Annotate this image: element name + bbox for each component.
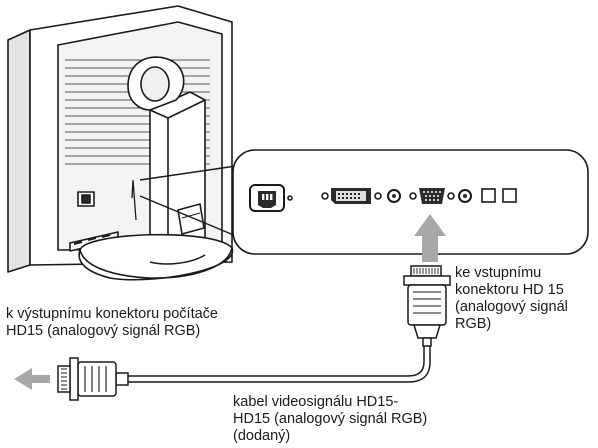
arrow-up-icon <box>414 214 446 262</box>
connector-panel <box>232 149 589 255</box>
label-monitor-input: ke vstupnímu konektoru HD 15 (analogový … <box>455 265 568 333</box>
label-computer-output: k výstupnímu konektoru počítače HD15 (an… <box>6 306 218 340</box>
ac-power-inlet-icon <box>249 184 293 212</box>
monitor-rear-illustration <box>7 5 233 281</box>
label-monitor-input-line3: (analogový signál <box>455 299 568 315</box>
label-cable-line3: (dodaný) <box>233 428 291 444</box>
label-computer-output-line2: HD15 (analogový signál RGB) <box>6 323 201 339</box>
label-cable-line2: HD15 (analogový signál RGB) <box>233 411 428 427</box>
hd15-port-icon <box>409 188 455 204</box>
vga-connector-icon <box>403 265 451 347</box>
label-monitor-input-line2: konektoru HD 15 <box>455 282 564 298</box>
vga-connector-icon <box>57 357 129 401</box>
label-computer-output-line1: k výstupnímu konektoru počítače <box>6 306 218 322</box>
dvi-port-icon <box>321 188 382 204</box>
zoom-leader-lines <box>139 165 237 237</box>
label-monitor-input-line1: ke vstupnímu <box>455 265 542 281</box>
hd15-cable <box>128 346 431 383</box>
arrow-left-icon <box>14 368 50 390</box>
label-cable-line1: kabel videosignálu HD15- <box>233 394 399 410</box>
label-monitor-input-line4: RGB) <box>455 316 492 332</box>
label-cable: kabel videosignálu HD15- HD15 (analogový… <box>233 394 427 445</box>
